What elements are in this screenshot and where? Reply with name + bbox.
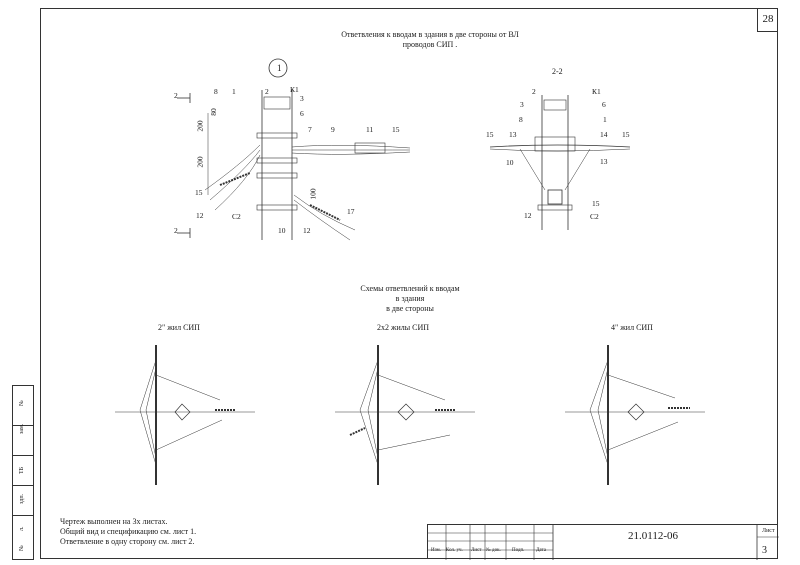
left-label: 7 — [308, 125, 312, 134]
left-label: 15 — [392, 125, 400, 134]
sidebar-label: зам. — [19, 423, 25, 434]
schemes-title-line-2: в здания — [395, 294, 425, 303]
right-label: 2 — [532, 87, 536, 96]
section-label: 2-2 — [552, 67, 563, 76]
left-label: 9 — [331, 125, 335, 134]
dimension: 200 — [195, 120, 205, 132]
right-label: С2 — [590, 212, 599, 221]
note-line: Чертеж выполнен на 3х листах. — [60, 517, 168, 526]
right-label: К1 — [592, 87, 601, 96]
left-label: 3 — [300, 94, 304, 103]
stamp-column: Дата — [536, 548, 546, 553]
right-label: 6 — [602, 100, 606, 109]
sidebar-label: № — [19, 545, 25, 551]
view-number-circle — [268, 58, 288, 78]
left-label: 12 — [196, 211, 204, 220]
view-1-drawing — [177, 58, 411, 241]
revision-sidebar: № зам. ТБ здп. л. № — [12, 385, 34, 560]
view-number: 1 — [277, 63, 282, 73]
left-label: 6 — [300, 109, 304, 118]
scheme-drawing-2 — [335, 345, 475, 485]
dimension: 100 — [308, 188, 318, 200]
cut-label-top: 2 — [174, 91, 178, 100]
sidebar-label: ТБ — [19, 466, 25, 474]
left-label: 11 — [366, 125, 374, 134]
right-label: 12 — [524, 211, 532, 220]
left-label: 17 — [347, 207, 355, 216]
left-label: 10 — [278, 226, 286, 235]
title-line-2: проводов СИП . — [402, 40, 458, 49]
scheme-drawing-1 — [115, 345, 255, 485]
stamp-column: Лист — [471, 548, 482, 553]
left-label: 8 — [214, 87, 218, 96]
title-line-1: Ответвления к вводам в здания в две стор… — [341, 30, 519, 39]
page-number: 28 — [757, 8, 778, 32]
stamp-column: Изм. — [431, 548, 441, 553]
right-label: 13 — [509, 130, 517, 139]
stamp-column: Кол. уч. — [446, 548, 463, 553]
right-label: 1 — [603, 115, 607, 124]
schemes-title-line-3: в две стороны — [386, 304, 434, 313]
sidebar-label: № — [19, 400, 25, 406]
section-2-2-drawing — [489, 95, 631, 230]
left-label: 1 — [232, 87, 236, 96]
sheet-label: Лист — [762, 528, 775, 534]
left-label: С2 — [232, 212, 241, 221]
scheme-title: 4" жил СИП — [611, 323, 653, 332]
title-block — [427, 524, 779, 560]
right-label: 8 — [519, 115, 523, 124]
drawing-title: Ответвления к вводам в здания в две стор… — [300, 30, 560, 50]
right-label: 13 — [600, 157, 608, 166]
dimension: 80 — [208, 108, 218, 116]
right-label: 15 — [622, 130, 630, 139]
schemes-title: Схемы ответвлений к вводам в здания в дв… — [330, 284, 490, 314]
schemes-title-line-1: Схемы ответвлений к вводам — [360, 284, 460, 293]
scheme-title: 2" жил СИП — [158, 323, 200, 332]
right-label: 3 — [520, 100, 524, 109]
notes: Чертеж выполнен на 3х листах. Общий вид … — [60, 517, 196, 547]
left-label: 12 — [303, 226, 311, 235]
dimension: 200 — [195, 156, 205, 168]
right-label: 14 — [600, 130, 608, 139]
scheme-title: 2x2 жилы СИП — [377, 323, 430, 332]
right-label: 10 — [506, 158, 514, 167]
drawing-code: 21.0112-06 — [627, 530, 678, 542]
stamp-column: № док. — [486, 548, 501, 553]
left-label: 2 — [265, 87, 269, 96]
left-label: К1 — [290, 85, 299, 94]
scheme-drawing-3 — [565, 345, 705, 485]
stamp-column: Подп. — [512, 548, 525, 553]
drawing-frame — [40, 8, 778, 559]
sidebar-label: л. — [19, 526, 25, 532]
right-label: 15 — [486, 130, 494, 139]
sidebar-label: здп. — [19, 493, 25, 504]
right-label: 15 — [592, 199, 600, 208]
cut-label-bottom: 2 — [174, 226, 178, 235]
sheet-number: 3 — [762, 545, 767, 556]
note-line: Ответвление в одну сторону см. лист 2. — [60, 537, 195, 546]
note-line: Общий вид и спецификацию см. лист 1. — [60, 527, 197, 536]
left-label: 15 — [195, 188, 203, 197]
